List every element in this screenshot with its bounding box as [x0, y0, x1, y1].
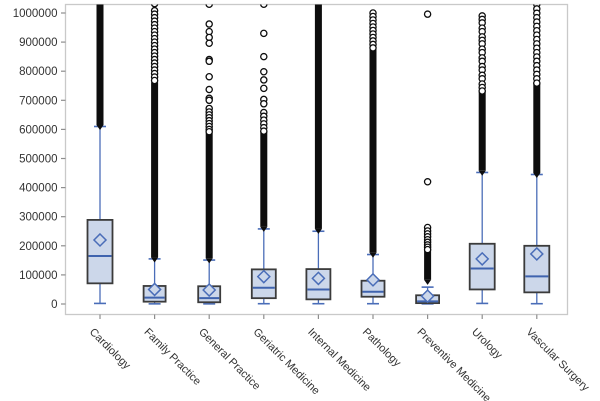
mean-diamond: [92, 232, 108, 248]
outlier-dense-column: [369, 46, 377, 253]
outlier-point: [260, 52, 268, 61]
outlier-point: [478, 87, 486, 95]
x-axis-label-urology: Urology: [469, 326, 505, 362]
outlier-point: [260, 76, 268, 84]
mean-diamond: [529, 246, 544, 262]
y-axis-tick-label: 500000: [19, 154, 57, 166]
x-axis-label-vascular-surgery: Vascular Surgery: [524, 326, 592, 394]
outlier-point: [205, 72, 213, 81]
mean-diamond: [202, 282, 217, 298]
outlier-dense-column: [424, 248, 432, 280]
mean-diamond: [420, 289, 435, 304]
y-axis-tick-label: 300000: [19, 212, 57, 224]
outlier-dense-column: [533, 82, 541, 174]
outlier-point: [205, 39, 213, 48]
box-pathology: [360, 9, 386, 305]
box-vascular-surgery: [523, 4, 551, 305]
outlier-point: [260, 100, 268, 108]
outlier-column-tip: [96, 125, 104, 131]
box-internal-medicine: [305, 4, 332, 305]
mean-diamond: [147, 282, 162, 297]
outlier-column-tip: [533, 173, 541, 179]
y-axis-tick-label: 400000: [19, 183, 57, 195]
y-axis-tick-label: 700000: [19, 95, 57, 107]
mean-diamond: [475, 251, 490, 266]
outlier-dense-column: [260, 130, 268, 227]
outlier-column-tip: [369, 252, 377, 258]
outlier-point: [423, 245, 432, 254]
outlier-point: [533, 79, 541, 87]
outlier-point: [150, 76, 159, 85]
plot-marks: [86, 4, 551, 305]
outlier-dense-column: [96, 4, 104, 126]
box-family-practice: [142, 4, 167, 305]
outlier-dense-column: [205, 132, 213, 259]
box-urology: [468, 12, 496, 305]
outlier-column-tip: [205, 258, 213, 264]
outlier-point: [205, 127, 213, 136]
outlier-column-tip: [314, 228, 322, 234]
y-axis-tick-label: 900000: [19, 37, 57, 49]
y-axis-tick-label: 100000: [19, 270, 57, 282]
outlier-point: [260, 84, 268, 93]
x-axis-label-cardiology: Cardiology: [87, 326, 133, 372]
y-axis-tick-label: 600000: [19, 124, 57, 136]
outlier-point: [423, 178, 432, 186]
y-axis-tick-label: 800000: [19, 66, 57, 78]
outlier-dense-column: [151, 82, 159, 258]
y-axis: 0 100000 200000 300000 400000 500000 600000 700…: [13, 8, 66, 311]
outlier-column-tip: [260, 226, 268, 232]
iqr-box: [86, 219, 114, 285]
outlier-point: [205, 57, 213, 66]
outlier-dense-column: [314, 4, 322, 229]
box-geriatric-medicine: [250, 4, 277, 305]
outlier-point: [260, 4, 268, 9]
outlier-dense-column: [478, 89, 486, 171]
outlier-point: [205, 4, 213, 9]
outlier-point: [205, 96, 213, 105]
mean-diamond: [256, 269, 271, 284]
mean-diamond: [365, 272, 381, 287]
iqr-box: [250, 268, 277, 300]
outlier-point: [260, 29, 268, 38]
box-cardiology: [86, 4, 114, 305]
x-axis-label-family-practice: Family Practice: [141, 326, 203, 388]
box-preventive-medicine: [415, 10, 441, 305]
y-axis-tick-label: 1000000: [13, 8, 58, 20]
outlier-point: [423, 10, 432, 18]
x-axis-label-pathology: Pathology: [360, 326, 403, 369]
outlier-point: [369, 44, 377, 52]
y-axis-tick-label: 200000: [19, 241, 57, 253]
outlier-point: [260, 68, 268, 76]
outlier-point: [205, 20, 213, 28]
outlier-point: [205, 85, 213, 94]
mean-diamond: [311, 271, 326, 286]
outlier-column-tip: [424, 279, 432, 285]
iqr-box: [468, 242, 496, 291]
outlier-column-tip: [478, 170, 486, 176]
y-axis-tick-label: 0: [51, 299, 57, 311]
outlier-point: [260, 127, 268, 135]
outlier-point: [150, 4, 159, 8]
box-general-practice: [197, 4, 222, 305]
outlier-column-tip: [151, 257, 159, 263]
